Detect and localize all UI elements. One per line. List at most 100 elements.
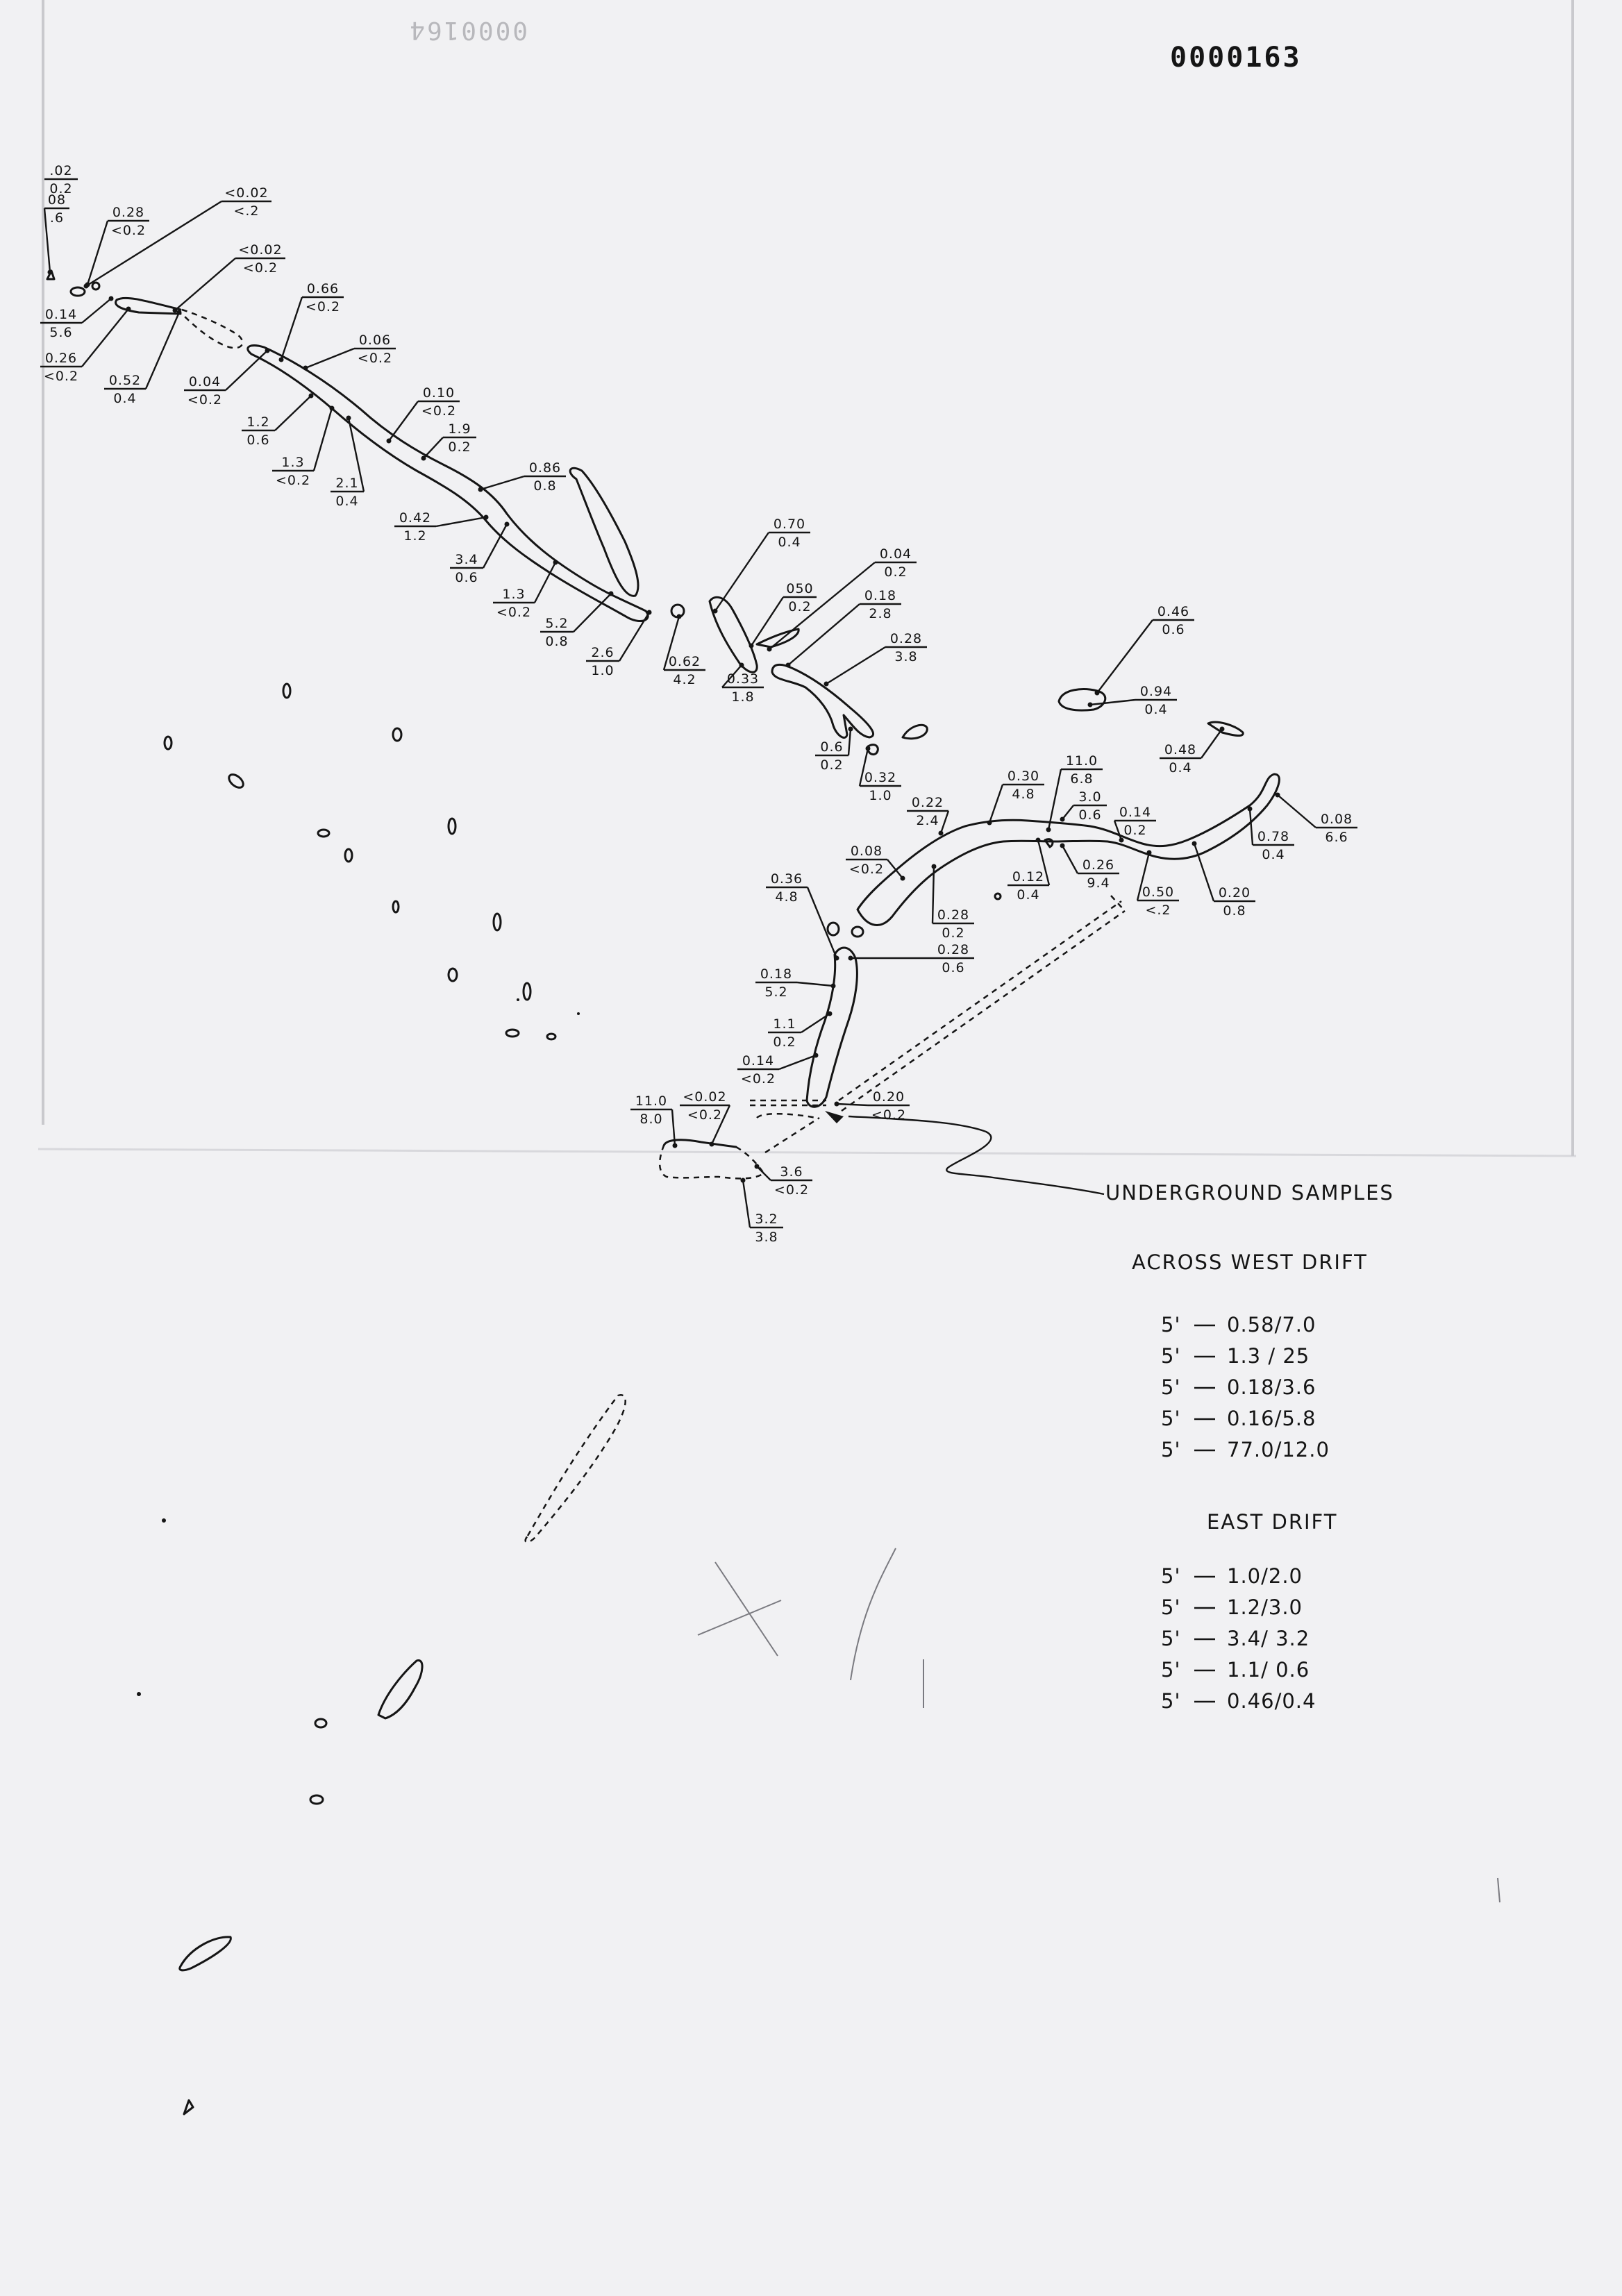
sample-point bbox=[1060, 843, 1065, 848]
outcrop bbox=[314, 1718, 328, 1729]
drift-inferred bbox=[756, 1112, 817, 1119]
document-number-stamp: 0000163 bbox=[1170, 42, 1302, 74]
sample-point bbox=[1192, 841, 1197, 846]
sample-leader bbox=[174, 258, 236, 311]
sample-grade-top: 0.08 bbox=[1321, 812, 1353, 827]
sample-leader bbox=[305, 347, 355, 369]
sample-assay: 0.086.6 bbox=[1275, 792, 1357, 845]
sample-leader bbox=[533, 562, 557, 603]
sample-grade-top: 3.2 bbox=[755, 1212, 778, 1227]
sample-grade-top: 3.6 bbox=[780, 1164, 803, 1180]
sample-assay: 0.50<.2 bbox=[1136, 850, 1179, 918]
sample-assay: 0.04 <0.2 bbox=[184, 348, 270, 408]
sample-grade-bottom: 2.4 bbox=[916, 813, 939, 828]
drift-sample-row: 5'1.2/3.0 bbox=[1161, 1595, 1303, 1619]
sample-leader bbox=[1061, 845, 1079, 874]
sample-grade-bottom: 0.2 bbox=[942, 925, 964, 941]
sample-grade-bottom: 2.8 bbox=[869, 606, 892, 621]
vein-outline bbox=[569, 467, 639, 597]
sample-grade-bottom: 1.0 bbox=[869, 788, 892, 803]
sample-point bbox=[329, 405, 335, 411]
sample-grade-top: 0.28 bbox=[112, 205, 144, 220]
outcrop bbox=[282, 682, 292, 699]
drift-inferred bbox=[1110, 895, 1126, 912]
sample-leader bbox=[1047, 769, 1062, 830]
sample-point bbox=[1119, 837, 1124, 843]
sample-grade-top: 0.20 bbox=[873, 1089, 905, 1105]
sample-point bbox=[931, 864, 937, 869]
sample-leader bbox=[81, 308, 129, 367]
sample-leader bbox=[671, 1109, 676, 1146]
vein-outline bbox=[115, 299, 182, 315]
sample-grade-bottom: 1.8 bbox=[731, 689, 754, 705]
sample-grade-top: 0.70 bbox=[774, 517, 805, 532]
sample-grade-top: 11.0 bbox=[635, 1093, 667, 1109]
sample-grade-top: 1.3 bbox=[281, 455, 304, 470]
sample-grade-top: 0.6 bbox=[820, 739, 843, 755]
sample-grade: 1.0/2.0 bbox=[1227, 1564, 1303, 1588]
sample-point bbox=[1146, 850, 1152, 855]
sample-leader bbox=[714, 532, 769, 612]
sample-leader bbox=[85, 200, 222, 287]
sample-grade-top: 0.04 bbox=[189, 374, 221, 389]
drift-sample-row: 5'77.0/12.0 bbox=[1161, 1438, 1330, 1461]
pencil-mark bbox=[697, 1548, 1500, 1903]
sample-grade: 0.18/3.6 bbox=[1227, 1375, 1316, 1399]
sample-assay: 0.20<0.2 bbox=[834, 1089, 910, 1123]
sample-grade-top: 0.26 bbox=[45, 351, 77, 366]
drift-sample-row: 5'1.1/ 0.6 bbox=[1161, 1658, 1309, 1682]
sample-grade-bottom: 0.2 bbox=[788, 599, 811, 614]
sample-grade-top: .02 bbox=[49, 163, 72, 178]
sample-point bbox=[83, 283, 89, 289]
sample-grade-top: 11.0 bbox=[1066, 753, 1098, 769]
sample-grade-top: 0.94 bbox=[1140, 684, 1172, 699]
pencil-dot bbox=[517, 998, 519, 1001]
sample-grade-top: <0.02 bbox=[224, 185, 268, 201]
sample-leader bbox=[573, 593, 612, 632]
sample-grade-bottom: <0.2 bbox=[243, 260, 278, 276]
sample-grade-top: 3.4 bbox=[455, 552, 478, 567]
outcrop bbox=[505, 1028, 520, 1038]
sample-grade-bottom: 5.6 bbox=[49, 325, 72, 340]
sample-length: 5' bbox=[1161, 1627, 1180, 1650]
sample-grade-bottom: 0.6 bbox=[1162, 622, 1185, 637]
callout-leader bbox=[848, 1115, 1105, 1196]
sample-point bbox=[478, 487, 483, 492]
sample-grade-bottom: <0.2 bbox=[187, 392, 222, 408]
sample-point bbox=[1219, 726, 1225, 732]
sample-grade-top: 0.04 bbox=[880, 546, 912, 562]
sample-leader bbox=[756, 1166, 771, 1181]
sample-leader bbox=[988, 784, 1004, 823]
sample-assay: 3.00.6 bbox=[1060, 789, 1107, 823]
sample-point bbox=[672, 1143, 678, 1148]
sample-leader bbox=[710, 1105, 731, 1145]
pencil-dot bbox=[137, 1692, 141, 1696]
sample-assay: 0.185.2 bbox=[755, 966, 836, 1000]
sample-leader bbox=[796, 981, 834, 987]
sample-assay: 0.140.2 bbox=[1113, 805, 1156, 843]
vein-outline bbox=[771, 663, 874, 739]
sample-grade-bottom: 0.6 bbox=[246, 433, 269, 448]
sample-point bbox=[1094, 690, 1100, 696]
sample-length: 5' bbox=[1161, 1375, 1180, 1399]
sample-grade: 1.2/3.0 bbox=[1227, 1595, 1303, 1619]
sample-grade-bottom: 0.8 bbox=[533, 478, 556, 494]
sample-grade-bottom: <.2 bbox=[1145, 903, 1171, 918]
sample-leader bbox=[858, 748, 869, 787]
sample-leader bbox=[742, 1180, 751, 1228]
sample-assay: 0.331.8 bbox=[721, 662, 764, 705]
sample-grade-top: 1.9 bbox=[448, 421, 471, 437]
sample-grade: 77.0/12.0 bbox=[1227, 1438, 1330, 1461]
sample-assay: 0.06<0.2 bbox=[303, 333, 396, 371]
fold-crease bbox=[37, 1148, 1577, 1157]
sample-leader bbox=[86, 220, 109, 285]
underground-samples-label: UNDERGROUND SAMPLES bbox=[1105, 1181, 1394, 1205]
vein-outline bbox=[91, 281, 101, 291]
sample-assay: .020.2 bbox=[44, 163, 78, 196]
sample-point bbox=[823, 681, 829, 687]
sample-grade-bottom: 9.4 bbox=[1087, 875, 1110, 891]
sample-grade-bottom: 0.4 bbox=[1262, 847, 1285, 862]
sample-assay: 5.20.8 bbox=[540, 591, 614, 649]
